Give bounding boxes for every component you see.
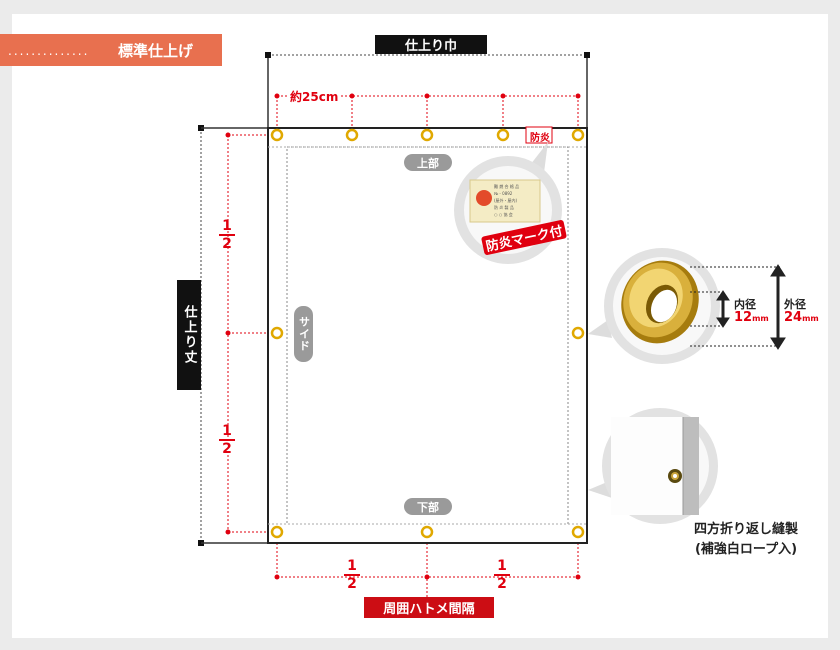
inner-diameter-label: 内径 [734,298,756,311]
outer-diameter-value: 24mm [784,310,819,325]
section-tag: .............. 標準仕上げ [0,34,222,66]
hem-caption-line2: (補強白ロープ入) [694,542,798,557]
top-label: 上部 [404,154,452,171]
inner-diameter-value: 12mm [734,310,769,325]
width-dim-end-right [584,52,590,58]
hem-stitch-line [286,146,569,525]
side-label: サイド [294,306,313,362]
section-tag-label: 標準仕上げ [118,42,194,60]
grommet [571,128,585,142]
grommet-spacing-extensions [276,96,579,128]
spacing-label: 約25cm [288,88,341,105]
length-label: 仕上り丈 [177,280,201,390]
flame-mark-box [525,126,553,144]
hem-caption-line1: 四方折り返し縫製 [693,522,798,537]
hem-bubble [588,408,718,524]
bottom-label: 下部 [404,498,452,515]
grommet [571,525,585,539]
grommet [270,525,284,539]
width-dim-end-left [265,52,271,58]
grommet [270,128,284,142]
grommet-spec-arrows [690,264,786,350]
grommet [496,128,510,142]
grommet [420,128,434,142]
grommet [571,326,585,340]
grommet [420,525,434,539]
perimeter-grommet-label: 周囲ハトメ間隔 [364,597,494,618]
flame-mark: 防炎 [530,133,550,144]
sticker-text: 難 燃 合 格 品 № - 0892 (屋外・屋内) 防 炎 製 品 ○ ○ 協… [494,184,520,217]
grommets [270,128,585,539]
width-label: 仕上り巾 [375,35,487,54]
tag-dots: .............. [8,44,90,58]
grommet [270,326,284,340]
grommet [345,128,359,142]
grommet-spec-bubble [588,248,720,364]
outer-diameter-label: 外径 [784,298,806,311]
